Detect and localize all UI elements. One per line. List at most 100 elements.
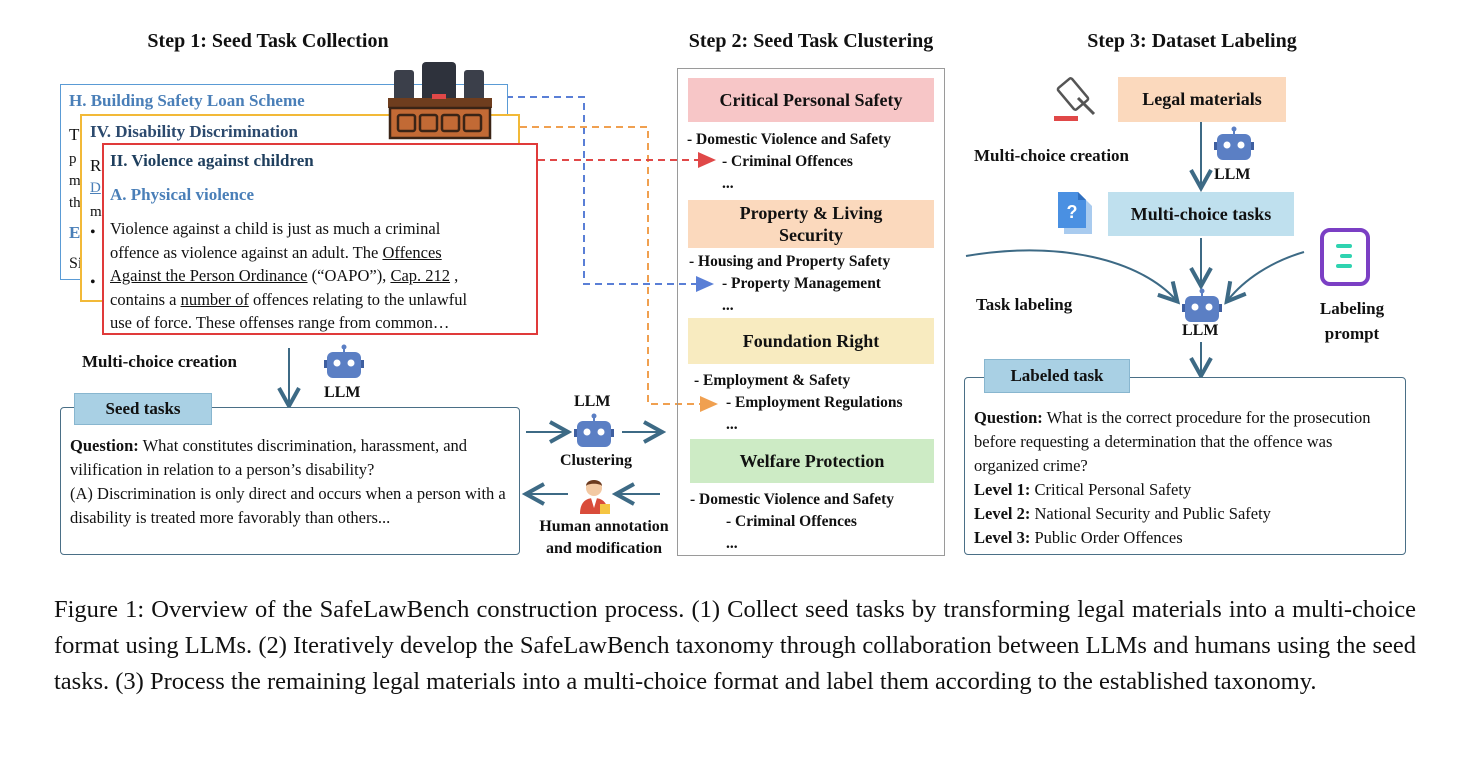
seed-task-content: Question: What constitutes discriminatio… [70, 434, 510, 530]
doc-back-fragment: p [69, 151, 77, 167]
level-value: National Security and Public Safety [1030, 504, 1271, 523]
doc-front-heading: II. Violence against children [110, 151, 314, 170]
multi-choice-tasks-box: Multi-choice tasks [1108, 192, 1294, 236]
category-welfare-protection: Welfare Protection [690, 439, 934, 483]
doc-mid-fragment: D [90, 180, 101, 196]
category-sub: - Employment & Safety [694, 372, 851, 389]
category-leaf: - Employment Regulations [726, 394, 903, 411]
category-more: ... [722, 175, 734, 192]
category-sub: - Domestic Violence and Safety [687, 131, 892, 148]
human-label-line1: Human annotation [539, 518, 669, 535]
doc-back-fragment: T [69, 125, 80, 144]
doc-line-part: offence as violence against an adult. Th… [110, 242, 383, 262]
seed-option-text: (A) Discrimination is only direct and oc… [70, 484, 506, 527]
level-row: Level 2: National Security and Public Sa… [974, 502, 1398, 526]
step3-llm2-label: LLM [1182, 322, 1219, 339]
doc-mid-fragment: • [90, 224, 96, 241]
doc-back-fragment: th [69, 195, 81, 211]
arrow-curve-left [965, 249, 1176, 300]
category-leaf: - Property Management [722, 275, 881, 292]
doc-line-part: offences relating to the unlawful [248, 289, 468, 309]
doc-line: offence as violence against an adult. Th… [110, 241, 530, 265]
task-labeling-label: Task labeling [976, 295, 1073, 314]
labeled-question-text: What is the correct procedure for the pr… [974, 408, 1371, 475]
doc-link-ordinance[interactable]: Against the Person Ordinance [110, 266, 308, 285]
category-leaf: - Criminal Offences [722, 153, 853, 170]
figure-caption: Figure 1: Overview of the SafeLawBench c… [54, 596, 1416, 695]
level-label: Level 3: [974, 528, 1031, 547]
doc-link-offences[interactable]: Offences [382, 242, 442, 262]
labeled-task-panel: Question: What is the correct procedure … [964, 377, 1406, 555]
step3-title: Step 3: Dataset Labeling [1087, 30, 1297, 52]
category-more: ... [726, 416, 738, 433]
doc-back-fragment: m [69, 173, 81, 189]
doc-line: contains a number of offences relating t… [110, 288, 530, 312]
gavel-icon [1054, 77, 1096, 121]
connector-layer [0, 96, 1305, 590]
category-more: ... [726, 535, 738, 552]
step1-llm-label: LLM [324, 384, 361, 401]
doc-front-subheading: A. Physical violence [110, 185, 255, 204]
arrow-curve-right [1228, 251, 1305, 300]
doc-mid-fragment: m [90, 204, 102, 220]
doc-mid-heading: IV. Disability Discrimination [90, 122, 298, 141]
robot-icon [574, 413, 614, 447]
doc-line-part: , [450, 266, 459, 285]
human-label-line2: and modification [545, 540, 662, 557]
doc-mid-fragment: R [90, 156, 102, 175]
legal-materials-box: Legal materials [1118, 77, 1286, 122]
doc-line: Violence against a child is just as much… [110, 219, 441, 238]
doc-back-heading: H. Building Safety Loan Scheme [69, 91, 305, 110]
doc-link-number[interactable]: number of [180, 289, 249, 309]
category-sub: - Domestic Violence and Safety [690, 491, 895, 508]
courtroom-icon [388, 62, 492, 140]
level-label: Level 2: [974, 504, 1031, 523]
document-question-icon: ? [1058, 192, 1092, 234]
doc-line: use of force. These offenses range from … [110, 313, 450, 332]
seed-tasks-tag: Seed tasks [74, 393, 212, 425]
labeled-question-label: Question: [974, 408, 1043, 427]
step2-title: Step 2: Seed Task Clustering [688, 30, 934, 52]
document-front-red: II. Violence against children A. Physica… [102, 143, 538, 335]
category-name-line: Property & Living [739, 202, 883, 223]
level-row: Level 1: Critical Personal Safety [974, 478, 1398, 502]
labeling-prompt-icon [1320, 228, 1370, 286]
category-more: ... [722, 297, 734, 314]
doc-line-part: contains a [110, 289, 181, 309]
doc-mid-fragment: • [90, 274, 96, 291]
svg-text:?: ? [1067, 202, 1078, 222]
category-foundation-right: Foundation Right [688, 318, 934, 364]
clustering-label: Clustering [560, 452, 632, 469]
doc-link-cap[interactable]: Cap. 212 [390, 266, 451, 285]
human-label: Human annotation and modification [526, 516, 682, 560]
level-label: Level 1: [974, 480, 1031, 499]
taxonomy-panel [677, 68, 945, 556]
step3-mc-creation-label: Multi-choice creation [974, 146, 1130, 165]
clustering-llm-label: LLM [574, 393, 611, 410]
robot-icon [324, 344, 364, 378]
labeled-task-content: Question: What is the correct procedure … [974, 406, 1398, 550]
step1-title: Step 1: Seed Task Collection [147, 30, 389, 52]
dashed-orange-connector [520, 126, 718, 412]
doc-back-fragment: Si [69, 255, 83, 272]
category-critical-personal-safety: Critical Personal Safety [688, 78, 934, 122]
labeling-prompt-label: Labeling prompt [1300, 296, 1404, 346]
labeled-task-tag: Labeled task [984, 359, 1130, 393]
level-value: Public Order Offences [1030, 528, 1183, 547]
step1-mc-creation-label: Multi-choice creation [82, 352, 238, 371]
labeling-prompt-line1: Labeling [1319, 299, 1385, 318]
robot-icon [1182, 288, 1222, 322]
dashed-blue-connector [506, 96, 714, 292]
human-annotator-icon [580, 480, 610, 514]
level-row: Level 3: Public Order Offences [974, 526, 1398, 550]
labeling-prompt-line2: prompt [1324, 324, 1380, 343]
seed-tasks-panel: Question: What constitutes discriminatio… [60, 407, 520, 555]
doc-back-fragment: E [69, 223, 81, 242]
step3-llm1-label: LLM [1214, 166, 1251, 183]
category-property-living-security: Property & Living Security [688, 200, 934, 248]
category-name-line: Security [779, 225, 843, 245]
category-sub: - Housing and Property Safety [689, 253, 891, 270]
category-leaf: - Criminal Offences [726, 513, 857, 530]
level-value: Critical Personal Safety [1030, 480, 1192, 499]
seed-question-text: What constitutes discrimination, harassm… [70, 436, 468, 479]
